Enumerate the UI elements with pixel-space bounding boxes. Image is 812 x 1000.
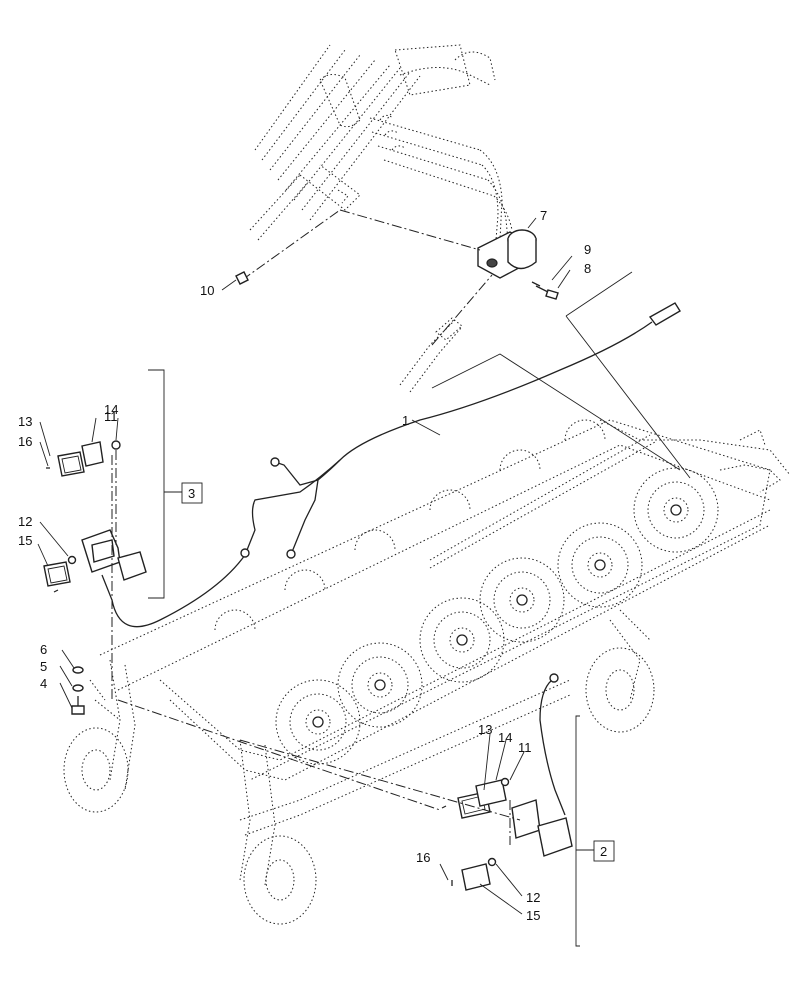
left-gasket-14 — [81, 441, 104, 467]
callout-5: 5 — [40, 659, 47, 674]
callout-4: 4 — [40, 676, 47, 691]
tires — [63, 647, 655, 925]
leader-harness-a — [431, 353, 681, 471]
right-gasket-14 — [475, 779, 507, 807]
right-bulb-12 — [487, 857, 497, 867]
callout-12b: 12 — [526, 890, 540, 905]
left-lens-13 — [57, 451, 85, 477]
rake-wheels — [214, 419, 719, 765]
right-bulb-11 — [500, 777, 510, 787]
rake-frame — [89, 419, 791, 886]
centerline-bolt-10 — [241, 209, 341, 281]
wiring-harness — [101, 302, 681, 628]
callout-11b: 11 — [518, 740, 532, 755]
callout-16b: 16 — [416, 850, 430, 865]
callout-13b: 13 — [478, 722, 492, 737]
left-bulb-11 — [111, 440, 121, 450]
bracket-group-2 — [575, 715, 580, 947]
centerline-connector — [431, 274, 493, 346]
bracket-group-3 — [148, 369, 165, 599]
callout-12a: 12 — [18, 514, 32, 529]
callout-8: 8 — [584, 261, 591, 276]
callout-box-2 — [593, 840, 615, 862]
light-bracket-holder — [477, 229, 537, 279]
callout-16a: 16 — [18, 434, 32, 449]
washer-9 — [531, 281, 541, 287]
callout-1: 1 — [402, 413, 409, 428]
cable-right-light — [539, 679, 566, 816]
callout-6: 6 — [40, 642, 47, 657]
connector-plug — [399, 317, 463, 393]
tractor-drawbar-area — [249, 44, 513, 241]
right-screw-16-a — [441, 805, 447, 809]
callout-9: 9 — [584, 242, 591, 257]
callout-3: 3 — [188, 486, 195, 501]
centerline-right-lamp — [117, 699, 521, 845]
callout-15a: 15 — [18, 533, 32, 548]
callout-11a: 11 — [104, 409, 118, 424]
cable-right-connector — [549, 673, 559, 683]
left-screw-small — [53, 589, 59, 593]
hardware-stack-4-5-6 — [71, 666, 85, 715]
callout-15b: 15 — [526, 908, 540, 923]
callout-13a: 13 — [18, 414, 32, 429]
right-lens-15 — [461, 863, 491, 891]
callout-7: 7 — [540, 208, 547, 223]
callout-2: 2 — [600, 844, 607, 859]
left-lens-15 — [43, 561, 71, 587]
centerline-bracket — [339, 209, 481, 251]
callout-14a: 14 — [104, 402, 118, 417]
callout-leaders — [37, 217, 573, 915]
nut-10 — [235, 271, 249, 285]
bolt-8 — [535, 285, 559, 300]
left-lamp-housing — [81, 529, 147, 581]
callout-14b: 14 — [498, 730, 512, 745]
callout-10: 10 — [200, 283, 214, 298]
callout-box-3 — [181, 482, 203, 504]
right-lamp-housing — [511, 799, 573, 857]
centerline-left-lamp — [111, 450, 117, 700]
leader-harness-b — [565, 271, 691, 479]
left-bulb-12 — [67, 555, 77, 565]
